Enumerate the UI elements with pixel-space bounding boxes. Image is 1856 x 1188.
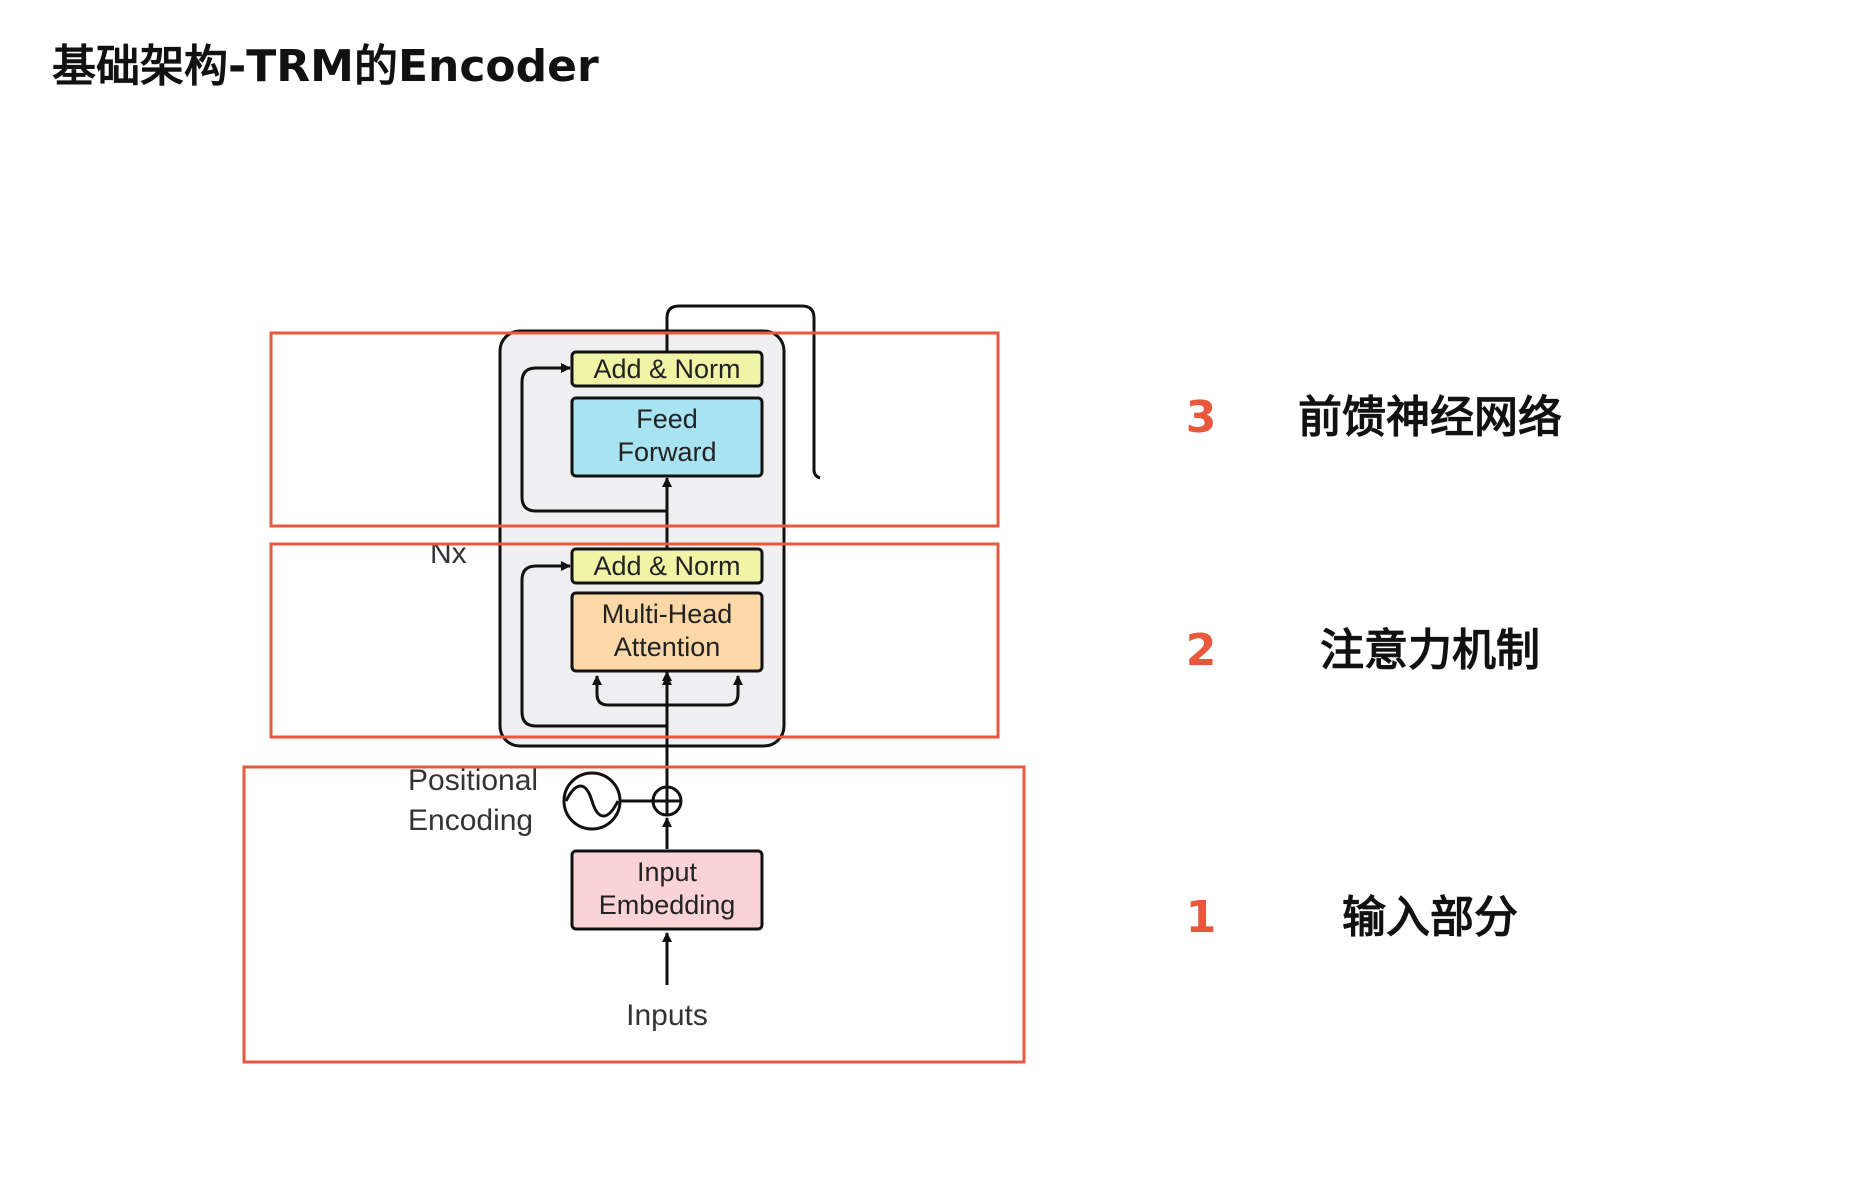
repeat-label: Nx <box>430 537 467 570</box>
input-embedding-block <box>570 849 764 931</box>
legend-number: 3 <box>1186 392 1217 443</box>
highlight-box-input <box>242 765 1026 1064</box>
embedding-label-line1: Input <box>637 857 698 887</box>
qkv-branch-arrows-right <box>667 675 743 707</box>
multi-head-attention-block <box>570 591 764 673</box>
add-norm-top-label: Add & Norm <box>593 354 740 384</box>
positional-label-line2: Encoding <box>408 804 533 837</box>
legend-number: 2 <box>1186 625 1217 676</box>
legend-label: 输入部分 <box>1342 892 1518 943</box>
encoder-layer-box <box>498 329 786 748</box>
add-norm-bottom-label: Add & Norm <box>593 551 740 581</box>
encoder-output-line <box>665 304 821 480</box>
feed-forward-block <box>570 396 764 478</box>
positional-label-line1: Positional <box>408 764 538 797</box>
sine-wave-icon <box>564 784 620 818</box>
legend-number: 1 <box>1186 892 1217 943</box>
feed-forward-label-line1: Feed <box>636 404 698 434</box>
highlight-box-feed-forward <box>269 331 1000 528</box>
legend-item: 2 注意力机制 <box>1186 625 1540 676</box>
slide-title: 基础架构-TRM的Encoder <box>52 41 599 92</box>
legend-item: 3 前馈神经网络 <box>1186 392 1562 443</box>
inputs-label: Inputs <box>626 999 708 1032</box>
attention-label-line1: Multi-Head <box>602 599 733 629</box>
embedding-label-line2: Embedding <box>599 890 736 920</box>
qkv-branch-arrows <box>592 675 667 707</box>
residual-connection-attention <box>520 561 667 728</box>
legend-item: 1 输入部分 <box>1186 892 1518 943</box>
highlight-box-attention <box>269 542 1000 739</box>
residual-connection-ff <box>520 363 667 513</box>
legend-label: 注意力机制 <box>1320 625 1540 676</box>
add-norm-bottom-block <box>570 547 764 585</box>
attention-label-line2: Attention <box>614 632 721 662</box>
add-norm-top-block <box>570 350 764 388</box>
legend-label: 前馈神经网络 <box>1298 392 1562 443</box>
feed-forward-label-line2: Forward <box>617 437 716 467</box>
